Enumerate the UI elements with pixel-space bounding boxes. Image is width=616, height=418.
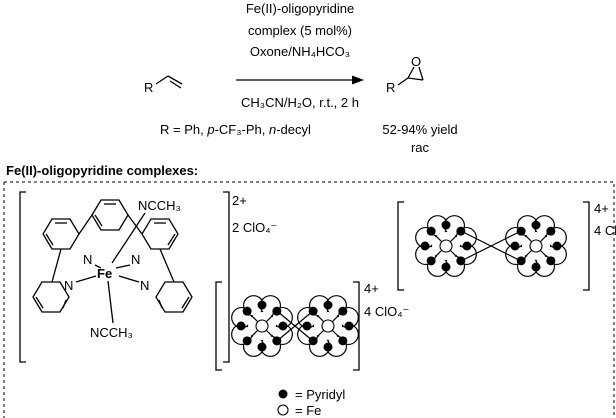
complex-2-structure: 4+ 4 ClO₄⁻ — [215, 281, 409, 371]
pyridyl-dot — [257, 342, 267, 352]
pyridyl-dot — [441, 220, 451, 230]
yield-text: 52-94% yield — [382, 122, 457, 137]
complex-1-structure: N N N N Fe NCCH₃ NCCH₃ 2+ 2 ClO₄⁻ — [19, 191, 277, 363]
pyridyl-dot — [420, 241, 430, 251]
complex-3-graphic — [415, 215, 567, 277]
pyridyl-dot — [516, 226, 526, 236]
reaction-scheme: Fe(II)-oligopyridine complex (5 mol%) Ox… — [144, 1, 458, 155]
substrate-r-label: R — [144, 80, 153, 95]
reaction-conditions: CH₃CN/H₂O, r.t., 2 h — [241, 95, 359, 110]
complex-2-charge: 4+ — [364, 281, 379, 296]
pyridyl-dot — [338, 336, 348, 346]
pyridyl-dot — [546, 256, 556, 266]
complex-2-counterion: 4 ClO₄⁻ — [364, 304, 409, 319]
complex-2-graphic — [231, 295, 359, 357]
pyridyl-dot — [510, 241, 520, 251]
pyridyl-dot — [308, 306, 318, 316]
bridge-bond — [460, 230, 522, 262]
fe-node — [255, 319, 269, 333]
pyridyl-dot — [272, 306, 282, 316]
pyridyl-dot — [546, 226, 556, 236]
complex-3-counterion: 4 ClO₄⁻ — [594, 223, 616, 238]
product-r-label: R — [386, 80, 395, 95]
fe-node — [439, 239, 453, 253]
pyridyl-dot — [272, 336, 282, 346]
pyridyl-dot — [323, 300, 333, 310]
pyridyl-legend-marker — [278, 389, 288, 399]
pyridyl-dot — [323, 342, 333, 352]
legend-pyridyl-label: = Pyridyl — [295, 387, 345, 402]
pyridyl-dot — [302, 321, 312, 331]
reagent-line-3: Oxone/NH₄HCO₃ — [250, 44, 350, 59]
complex-3-charge: 4+ — [594, 201, 609, 216]
pyridyl-dot — [531, 220, 541, 230]
pyridyl-dot — [516, 256, 526, 266]
pyridyl-dot — [278, 321, 288, 331]
pyridyl-dot — [552, 241, 562, 251]
pyridyl-dot — [338, 306, 348, 316]
pyridyl-dot — [426, 226, 436, 236]
reagent-line-2: complex (5 mol%) — [248, 23, 352, 38]
pyridyl-dot — [344, 321, 354, 331]
pyridyl-dot — [308, 336, 318, 346]
n-atom-2: N — [131, 252, 140, 267]
complex-1-charge: 2+ — [232, 193, 247, 208]
alkene-substrate: R — [144, 75, 183, 95]
n-atom-4: N — [140, 278, 149, 293]
pyridyl-dot — [242, 336, 252, 346]
complex-3-structure: 4+ 4 ClO₄⁻ — [397, 201, 616, 291]
complex-1-counterion: 2 ClO₄⁻ — [232, 220, 277, 235]
reaction-arrow — [236, 75, 364, 85]
axial-ligand-top: NCCH₃ — [138, 198, 181, 213]
pyridyl-dot — [257, 300, 267, 310]
bracket-left — [19, 191, 26, 363]
fe-node — [529, 239, 543, 253]
pyridyl-dot — [462, 241, 472, 251]
pyridyl-dot — [426, 256, 436, 266]
legend: = Pyridyl = Fe — [277, 387, 345, 418]
pyridyl-dot — [242, 306, 252, 316]
fe-node — [321, 319, 335, 333]
stereo-text: rac — [411, 140, 430, 155]
reagent-line-1: Fe(II)-oligopyridine — [246, 1, 354, 16]
bracket-right — [223, 191, 230, 363]
fe-center: Fe — [97, 266, 112, 281]
r-groups-definition: R = Ph, p-CF₃-Ph, n-decyl — [160, 122, 311, 137]
legend-fe-label: = Fe — [295, 403, 321, 418]
n-atom-3: N — [64, 278, 73, 293]
pyridyl-dot — [441, 262, 451, 272]
fe-legend-marker — [277, 404, 289, 416]
epoxide-product: R O — [386, 54, 424, 95]
pyridyl-dot — [236, 321, 246, 331]
pyridyl-dot — [456, 226, 466, 236]
pyridyl-dot — [531, 262, 541, 272]
epoxide-oxygen: O — [411, 54, 421, 69]
section-title: Fe(II)-oligopyridine complexes: — [6, 163, 198, 178]
n-atom-1: N — [83, 252, 92, 267]
pyridyl-dot — [456, 256, 466, 266]
axial-ligand-bottom: NCCH₃ — [90, 325, 133, 340]
bridge-bond — [276, 310, 314, 342]
